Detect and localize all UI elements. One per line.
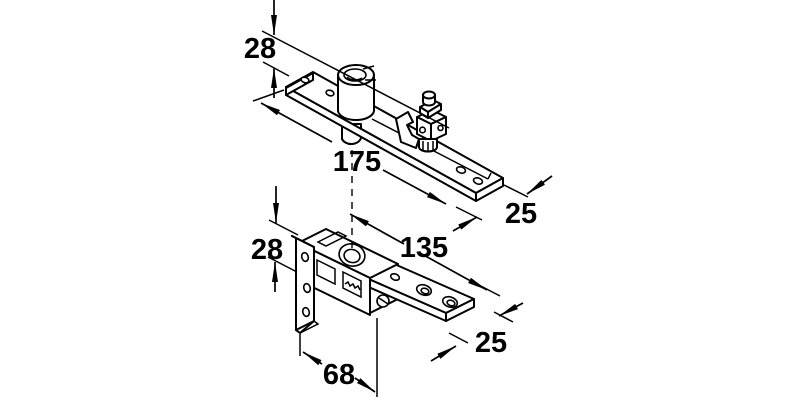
plate-screw-holes bbox=[300, 76, 484, 185]
dimension-top-width: 25 bbox=[452, 175, 553, 232]
dim-label-top-height: 28 bbox=[244, 33, 276, 65]
bracket-arm bbox=[363, 262, 475, 322]
dim-label-top-width: 25 bbox=[505, 198, 537, 230]
clamp-hook bbox=[395, 111, 420, 149]
dim-label-bottom-width: 25 bbox=[475, 327, 507, 359]
dimension-bottom-offset: 68 bbox=[299, 318, 378, 397]
bottom-pivot-bracket bbox=[291, 228, 475, 334]
bracket-leg bbox=[291, 235, 320, 334]
top-pivot-plate bbox=[285, 64, 504, 202]
dimension-bottom-width: 25 bbox=[430, 302, 524, 362]
dimension-top-height: 28 bbox=[244, 0, 450, 129]
dim-label-bottom-offset: 68 bbox=[323, 359, 355, 391]
clamp-bolt bbox=[419, 90, 442, 119]
dimension-bottom-height: 28 bbox=[251, 186, 299, 292]
dimension-top-length: 175 bbox=[252, 89, 447, 205]
dim-label-bottom-height: 28 bbox=[251, 234, 283, 266]
dim-label-bottom-length: 135 bbox=[400, 232, 448, 264]
pivot-bushing bbox=[337, 64, 376, 122]
dimension-bottom-length: 135 bbox=[349, 213, 501, 297]
clamp-nut bbox=[418, 138, 438, 153]
adjuster-screw bbox=[376, 294, 390, 308]
dim-label-top-length: 175 bbox=[333, 146, 381, 178]
